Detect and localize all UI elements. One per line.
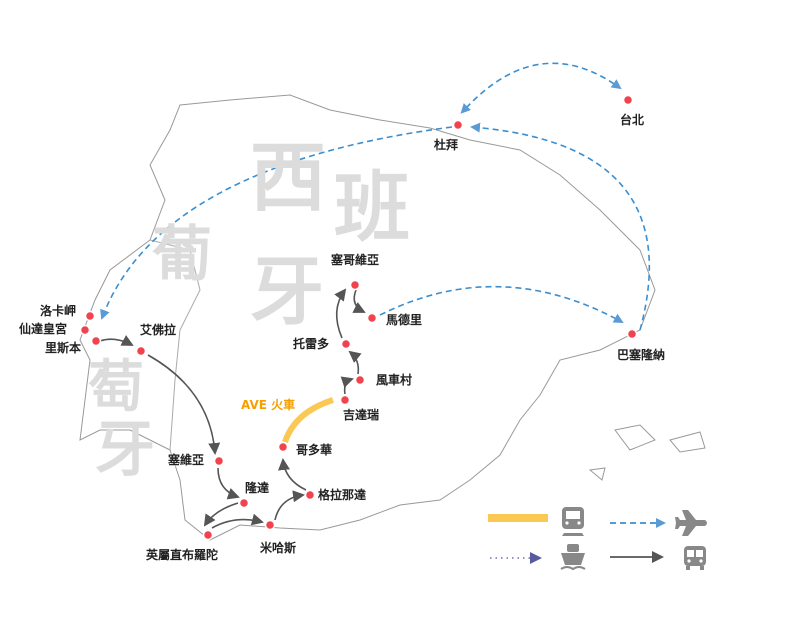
city-dot-sintra[interactable]	[79, 324, 91, 336]
city-dot-cordoba[interactable]	[277, 441, 289, 453]
route-jidarui-consuegra	[340, 376, 354, 395]
city-label-consuegra[interactable]: 風車村	[376, 373, 413, 387]
city-dot-segovia[interactable]	[349, 279, 361, 291]
city-dot-cabo-da-roca[interactable]	[84, 310, 96, 322]
city-dot-mijas[interactable]	[264, 519, 276, 531]
watermark-portugal-1: 葡	[152, 220, 212, 290]
city-label-cordoba[interactable]: 哥多華	[296, 443, 333, 457]
city-label-lisbon[interactable]: 里斯本	[45, 341, 82, 355]
city-dot-lisbon[interactable]	[90, 335, 102, 347]
city-label-seville[interactable]: 塞維亞	[168, 453, 205, 467]
watermark-portugal-3: 牙	[95, 415, 155, 485]
city-dot-barcelona[interactable]	[626, 328, 638, 340]
city-dot-jidarui[interactable]	[339, 394, 351, 406]
watermark-portugal-2: 萄	[88, 355, 144, 420]
legend-train-line	[488, 514, 548, 522]
route-lisbon-evora	[99, 335, 134, 346]
city-dot-toledo[interactable]	[340, 338, 352, 350]
city-label-ronda[interactable]: 隆達	[245, 481, 270, 495]
city-label-cabo-da-roca[interactable]: 洛卡岬	[40, 304, 77, 318]
flight-madrid-barcelona	[379, 285, 624, 323]
route-seville-ronda	[217, 467, 240, 500]
route-ronda-gibraltar	[203, 502, 239, 527]
city-label-evora[interactable]: 艾佛拉	[140, 323, 177, 337]
city-dot-taipei[interactable]	[622, 94, 634, 106]
city-dot-ronda[interactable]	[238, 497, 250, 509]
city-dot-consuegra[interactable]	[354, 374, 366, 386]
city-label-toledo[interactable]: 托雷多	[293, 337, 330, 351]
legend	[488, 507, 707, 571]
flight-dubai-lisbon	[100, 126, 453, 320]
city-dot-gibraltar[interactable]	[202, 529, 214, 541]
city-label-granada[interactable]: 格拉那達	[318, 488, 367, 502]
city-label-madrid[interactable]: 馬德里	[386, 313, 423, 327]
watermark-spain-1: 西	[250, 133, 326, 222]
train-icon	[562, 507, 584, 536]
route-evora-seville	[147, 354, 221, 455]
city-label-segovia[interactable]: 塞哥維亞	[331, 253, 380, 267]
watermark-spain-3: 牙	[250, 249, 324, 335]
bus-icon	[684, 546, 706, 570]
route-consuegra-toledo	[348, 350, 362, 375]
route-toledo-segovia	[334, 288, 347, 339]
route-segovia-madrid	[352, 289, 366, 313]
city-label-taipei[interactable]: 台北	[620, 113, 645, 127]
flight-barcelona-dubai	[470, 122, 651, 331]
ave-train-label: AVE 火車	[241, 398, 296, 412]
airplane-icon	[675, 510, 707, 536]
city-label-gibraltar[interactable]: 英屬直布羅陀	[146, 548, 219, 562]
ship-icon	[560, 544, 586, 571]
ave-train-route	[282, 397, 334, 444]
watermark-spain-2: 班	[334, 163, 410, 252]
city-dot-granada[interactable]	[304, 489, 316, 501]
route-granada-cordoba	[278, 458, 307, 491]
city-dot-seville[interactable]	[213, 455, 225, 467]
city-label-dubai[interactable]: 杜拜	[434, 138, 459, 152]
city-dot-dubai[interactable]	[452, 119, 464, 131]
balearic-islands	[588, 424, 706, 481]
route-gibraltar-mijas	[211, 513, 264, 529]
city-dot-madrid[interactable]	[366, 312, 378, 324]
portugal-border	[149, 239, 201, 451]
city-label-sintra[interactable]: 仙達皇宮	[19, 322, 68, 336]
flight-dubai-taipei	[460, 62, 622, 114]
route-mijas-granada	[274, 490, 305, 521]
city-label-jidarui[interactable]: 吉達瑞	[343, 408, 380, 422]
city-label-mijas[interactable]: 米哈斯	[260, 541, 297, 555]
city-dot-evora[interactable]	[135, 345, 147, 357]
city-label-barcelona[interactable]: 巴塞隆納	[617, 348, 666, 362]
